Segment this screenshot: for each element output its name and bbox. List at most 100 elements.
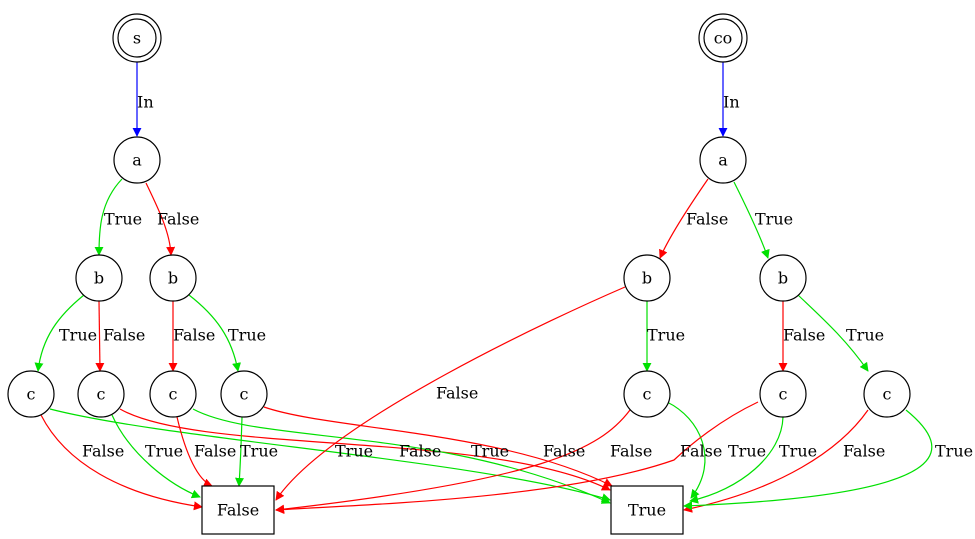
edge-label-c5-to-tf: False bbox=[610, 442, 652, 461]
edge-c7-to-tt-true bbox=[683, 409, 933, 511]
edge-c5-to-tt-true bbox=[666, 401, 706, 499]
node-inner-circle bbox=[703, 18, 743, 58]
node-label: c bbox=[97, 385, 106, 404]
node-c6: c bbox=[759, 370, 807, 418]
node-circle bbox=[863, 370, 911, 418]
edge-label-a2-to-b4: True bbox=[755, 210, 793, 229]
edge-c1-to-tt-true bbox=[49, 408, 611, 502]
node-label: c bbox=[643, 385, 652, 404]
edge-label-c6-to-tf: False bbox=[680, 442, 722, 461]
node-b3: b bbox=[623, 254, 671, 302]
edge-label-c7-to-tt: True bbox=[935, 442, 973, 461]
node-label: c bbox=[779, 385, 788, 404]
edge-a1-to-b2-false bbox=[145, 182, 176, 256]
node-co: co bbox=[698, 13, 748, 63]
node-circle bbox=[759, 254, 807, 302]
edge-label-c1-to-tt: True bbox=[335, 442, 373, 461]
node-c5: c bbox=[623, 370, 671, 418]
edge-b3-to-tf-false bbox=[275, 286, 626, 501]
node-b4: b bbox=[759, 254, 807, 302]
node-tt: True bbox=[610, 485, 684, 535]
edge-label-s-to-a1: In bbox=[137, 93, 154, 112]
edge-c7-to-tt-false bbox=[683, 409, 869, 513]
node-label: b bbox=[168, 269, 178, 288]
edge-b1-to-c2-false bbox=[95, 300, 105, 372]
node-c4: c bbox=[220, 370, 268, 418]
node-label: b bbox=[94, 269, 104, 288]
node-inner-circle bbox=[117, 18, 157, 58]
node-circle bbox=[623, 254, 671, 302]
node-label: a bbox=[718, 151, 728, 170]
edge-label-c6-to-tt: True bbox=[779, 442, 817, 461]
edge-label-b3-to-c5: True bbox=[647, 326, 685, 345]
edge-b1-to-c1-true bbox=[34, 294, 85, 372]
node-label: c bbox=[883, 385, 892, 404]
node-label: a bbox=[132, 151, 142, 170]
node-label: False bbox=[217, 501, 259, 520]
node-c1: c bbox=[7, 370, 55, 418]
edge-label-c5-to-tt: True bbox=[728, 442, 766, 461]
terminal-box bbox=[201, 485, 275, 535]
node-circle bbox=[7, 370, 55, 418]
node-circle bbox=[149, 254, 197, 302]
node-label: s bbox=[133, 29, 141, 48]
node-label: b bbox=[778, 269, 788, 288]
edge-label-b1-to-c2: False bbox=[103, 326, 145, 345]
node-b2: b bbox=[149, 254, 197, 302]
edge-a2-to-b3-false bbox=[659, 178, 709, 259]
node-circle bbox=[113, 136, 161, 184]
edge-label-co-to-a2: In bbox=[723, 93, 740, 112]
edge-label-a1-to-b1: True bbox=[104, 210, 142, 229]
edge-c3-to-tt-true bbox=[192, 408, 611, 504]
node-label: True bbox=[628, 501, 666, 520]
node-label: co bbox=[714, 29, 733, 48]
node-circle bbox=[699, 136, 747, 184]
node-label: c bbox=[169, 385, 178, 404]
edge-label-b4-to-c6: False bbox=[783, 326, 825, 345]
edge-a2-to-b4-true bbox=[733, 181, 770, 259]
edge-c2-to-tt-false bbox=[119, 408, 611, 491]
node-circle bbox=[149, 370, 197, 418]
edge-label-c1-to-tf: False bbox=[82, 442, 124, 461]
node-label: b bbox=[642, 269, 652, 288]
edge-label-b2-to-c4: True bbox=[228, 326, 266, 345]
edge-label-b1-to-c1: True bbox=[59, 326, 97, 345]
node-circle bbox=[759, 370, 807, 418]
node-circle bbox=[623, 370, 671, 418]
node-c2: c bbox=[77, 370, 125, 418]
edge-label-c7-to-tt: False bbox=[843, 442, 885, 461]
edge-c6-to-tt-true bbox=[689, 416, 784, 504]
terminal-box bbox=[610, 485, 684, 535]
edge-label-b3-to-tf: False bbox=[436, 384, 478, 403]
edge-label-c3-to-tt: True bbox=[471, 442, 509, 461]
edge-label-c3-to-tf: False bbox=[194, 442, 236, 461]
edge-c3-to-tf-false bbox=[176, 416, 213, 487]
edges-layer bbox=[34, 62, 933, 514]
node-label: c bbox=[27, 385, 36, 404]
edge-label-c2-to-tf: True bbox=[145, 442, 183, 461]
edge-b4-to-c7-true bbox=[797, 294, 869, 372]
edge-c2-to-tf-true bbox=[111, 414, 201, 499]
edge-label-b4-to-c7: True bbox=[846, 326, 884, 345]
edge-c4-to-tt-false bbox=[263, 406, 613, 487]
node-b1: b bbox=[75, 254, 123, 302]
edge-a1-to-b1-true bbox=[94, 178, 123, 256]
node-s: s bbox=[112, 13, 162, 63]
node-c3: c bbox=[149, 370, 197, 418]
edge-label-a1-to-b2: False bbox=[157, 210, 199, 229]
node-a2: a bbox=[699, 136, 747, 184]
edge-label-c4-to-tf: True bbox=[240, 442, 278, 461]
edge-c4-to-tf-true bbox=[235, 416, 244, 487]
edge-label-b2-to-c3: False bbox=[173, 326, 215, 345]
node-c7: c bbox=[863, 370, 911, 418]
node-circle bbox=[220, 370, 268, 418]
edge-label-a2-to-b3: False bbox=[686, 210, 728, 229]
node-label: c bbox=[240, 385, 249, 404]
edge-c1-to-tf-false bbox=[40, 414, 203, 511]
edge-c6-to-tf-false bbox=[275, 401, 759, 514]
node-circle bbox=[77, 370, 125, 418]
node-tf: False bbox=[201, 485, 275, 535]
